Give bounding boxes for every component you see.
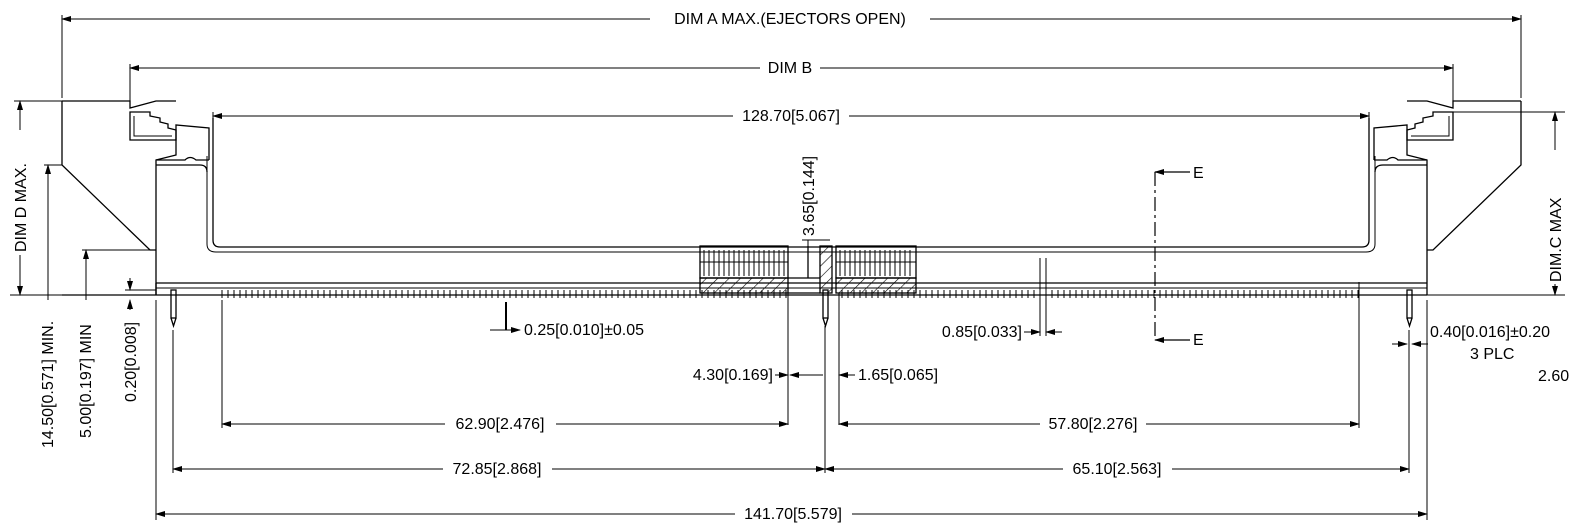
- dim-0-20: 0.20[0.008]: [123, 278, 156, 402]
- dim-1-65: 1.65[0.065]: [824, 293, 938, 473]
- dim-57-80-label: 57.80[2.276]: [1049, 416, 1138, 433]
- dim-4-30-label: 4.30[0.169]: [693, 367, 773, 384]
- dim-d-label: DIM D MAX.: [13, 163, 30, 252]
- connector-body: [62, 118, 1428, 298]
- dim-3-65-label: 3.65[0.144]: [801, 156, 818, 236]
- dim-c: DIM.C MAX: [1427, 111, 1565, 296]
- dim-0-20-label: 0.20[0.008]: [123, 322, 140, 402]
- dim-0-25: 0.25[0.010]±0.05: [490, 302, 644, 339]
- dim-5-00: 5.00[0.197] MIN: [78, 249, 150, 438]
- dim-57-80: 57.80[2.276]: [838, 282, 1360, 433]
- dim-0-40: 0.40[0.016]±0.20 3 PLC 2.60: [1392, 324, 1569, 385]
- dim-72-85-label: 72.85[2.868]: [453, 461, 542, 478]
- dim-128-70: 128.70[5.067]: [212, 108, 1370, 130]
- dim-0-85: 0.85[0.033]: [942, 258, 1062, 341]
- dim-d: DIM D MAX.: [10, 100, 156, 296]
- dim-65-10-label: 65.10[2.563]: [1073, 461, 1162, 478]
- section-label-top: E: [1193, 165, 1204, 182]
- mounting-pins: [170, 289, 1413, 329]
- dim-128-70-label: 128.70[5.067]: [742, 108, 840, 125]
- dim-4-30: 4.30[0.169]: [693, 293, 823, 425]
- dim-0-25-label: 0.25[0.010]±0.05: [524, 322, 644, 339]
- dim-c-label: DIM.C MAX: [1548, 197, 1565, 282]
- dim-62-90: 62.90[2.476]: [221, 300, 789, 433]
- section-line-e: E E: [1154, 165, 1204, 349]
- right-ejector: [1374, 100, 1522, 251]
- dim-5-00-label: 5.00[0.197] MIN: [78, 324, 95, 438]
- dim-141-70: 141.70[5.579]: [155, 300, 1428, 523]
- dim-14-50: 14.50[0.571] MIN.: [40, 164, 62, 448]
- dim-b: DIM B: [129, 60, 1454, 108]
- dim-a-label: DIM A MAX.(EJECTORS OPEN): [674, 11, 906, 28]
- left-ejector: [61, 100, 209, 251]
- dim-2-60-label: 2.60: [1538, 368, 1569, 385]
- contact-teeth: [221, 290, 1359, 298]
- dim-14-50-label: 14.50[0.571] MIN.: [40, 321, 57, 448]
- section-label-bottom: E: [1193, 332, 1204, 349]
- dim-b-label: DIM B: [768, 60, 812, 77]
- dim-3-65: 3.65[0.144]: [801, 156, 830, 246]
- dim-1-65-label: 1.65[0.065]: [858, 367, 938, 384]
- dim-141-70-label: 141.70[5.579]: [744, 506, 842, 523]
- dim-3plc-label: 3 PLC: [1470, 346, 1514, 363]
- dim-65-10: 65.10[2.563]: [824, 330, 1410, 478]
- center-key-block: [699, 245, 917, 294]
- dim-62-90-label: 62.90[2.476]: [456, 416, 545, 433]
- dim-0-85-label: 0.85[0.033]: [942, 324, 1022, 341]
- dim-a: DIM A MAX.(EJECTORS OPEN): [61, 11, 1522, 98]
- dim-0-40-label: 0.40[0.016]±0.20: [1430, 324, 1550, 341]
- dim-72-85: 72.85[2.868]: [172, 330, 826, 478]
